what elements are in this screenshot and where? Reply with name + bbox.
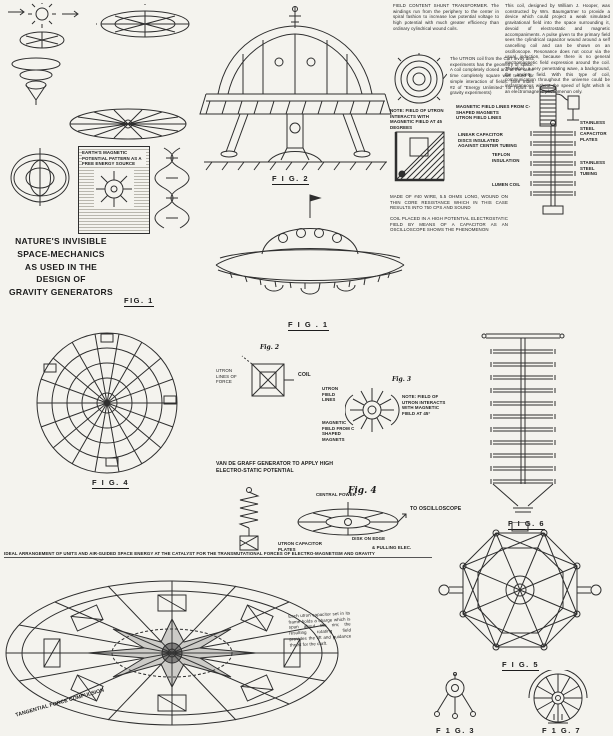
sun-radial-diagram xyxy=(94,169,134,210)
saucer-cross-section-drawing xyxy=(199,6,392,171)
radial-fan-disc-drawing xyxy=(528,670,588,724)
potential-pattern-box: EARTH'S MAGNETIC POTENTIAL PATTERN AS A … xyxy=(78,146,150,234)
utron-lines-of-force-note: UTRON LINES OF FORCE xyxy=(216,368,237,385)
utron-coil-paragraph: The UTRON coil from the Carr levity disc… xyxy=(450,56,534,96)
van-de-graff-header: VAN DE GRAFF GENERATOR TO APPLY HIGH ELE… xyxy=(216,461,334,474)
fig1-topleft-label: FIG. 1 xyxy=(124,296,154,307)
coil-placed-paragraph: COIL PLACED IN A HIGH POTENTIAL ELECTROS… xyxy=(390,216,508,233)
fig6-label: F I G. 6 xyxy=(508,519,546,530)
stainless-tubing-label: STAINLESS STEEL TUBING xyxy=(580,160,606,177)
pulling-elec-label: & PULLING ELEC. xyxy=(372,545,412,550)
utron-lines-label: UTRON FIELD LINES xyxy=(456,115,502,120)
small-lander-drawing xyxy=(434,672,476,719)
magnetic-from-c-label: MAGNETIC FIELD FROM C SHAPED MAGNETS xyxy=(322,420,355,443)
octagonal-truss-frame-drawing xyxy=(438,522,602,651)
fig1-top-label: F I G . 1 xyxy=(288,320,329,331)
fig3-bottom-label: F 1 G. 3 xyxy=(436,726,476,735)
nature-space-mechanics-caption: NATURE'S INVISIBLE SPACE-MECHANICS AS US… xyxy=(9,236,113,297)
saucer-side-view-drawing xyxy=(215,194,405,295)
handwritten-note: Each utron capacitor set in its frame ho… xyxy=(288,610,352,648)
field-arrows-sketch xyxy=(8,3,79,49)
potential-pattern-title: EARTH'S MAGNETIC POTENTIAL PATTERN AS A … xyxy=(82,150,146,168)
bottom-left-caption: IDEAL ARRANGEMENT OF UNITS AND AIR-GUIDE… xyxy=(4,551,432,558)
transformer-paragraph: FIELD CONTENT SHUNT TRANSFORMER. The win… xyxy=(393,3,499,31)
utron-field-urchin-diagram xyxy=(345,388,400,432)
linear-capacitor-label: LINEAR CAPACITOR DISCS INSULATED AGAINST… xyxy=(458,132,518,149)
coil-label: COIL xyxy=(298,372,311,378)
disk-on-edge-label: DISK ON EDGE xyxy=(352,536,386,541)
fig4-label: F I G. 4 xyxy=(92,478,130,489)
radial-disc-sketch xyxy=(69,108,187,140)
fig2-top-label: F I G. 2 xyxy=(272,174,310,185)
spring-electrode-drawing xyxy=(238,487,260,551)
wire-spec-paragraph: MADE OF #40 WIRE, 5.5 OHMS LONG, WOUND O… xyxy=(390,194,508,211)
fig2-mid-label: Fig. 2 xyxy=(260,344,280,351)
spiral-coil-diagram xyxy=(394,53,447,104)
teflon-label: TEFLON INSULATION xyxy=(492,152,520,163)
linear-capacitor-square-diagram xyxy=(394,131,445,182)
hooper-coil-paragraph: This coil, designed by William J. Hooper… xyxy=(505,3,610,94)
fig7-label: F 1 G. 7 xyxy=(542,726,582,735)
toroid-field-sketch xyxy=(10,148,70,206)
plate-stack-column-drawing xyxy=(481,333,565,513)
fig4-hand-label: Fig. 4 xyxy=(348,486,377,496)
disk-on-edge-diagram xyxy=(297,502,407,536)
rotor-machine-top-view-drawing xyxy=(5,580,339,726)
to-oscilloscope-label: TO OSCILLOSCOPE xyxy=(410,506,462,512)
note-45-degrees: NOTE: FIELD OF UTRON INTERACTS WITH MAGN… xyxy=(390,108,444,131)
spiked-disc-sketch xyxy=(96,4,190,38)
stainless-plates-label: STAINLESS STEEL CAPACITOR PLATES xyxy=(580,120,607,143)
coil-cube-diagram xyxy=(241,355,294,397)
magnetic-lines-label: MAGNETIC FIELD LINES FROM C-SHAPED MAGNE… xyxy=(456,104,531,115)
utron-field-lines-label: UTRON FIELD LINES xyxy=(322,386,339,403)
fig5-label: F I G. 5 xyxy=(502,660,540,671)
utron-capacitor-plates-label: UTRON CAPACITOR PLATES xyxy=(278,541,323,552)
segmented-disc-drawing xyxy=(36,332,178,474)
wound-coil-drawing xyxy=(539,84,580,127)
capacitor-stack-drawing xyxy=(530,120,576,215)
vortex-spiral-sketch xyxy=(11,57,61,105)
lumen-coil-label: LUMEN COIL xyxy=(492,182,521,187)
fig3-mid-label: Fig. 3 xyxy=(392,376,412,383)
helix-sketch xyxy=(154,147,190,229)
fig3-note-45: NOTE: FIELD OF UTRON INTERACTS WITH MAGN… xyxy=(402,394,446,417)
central-power-label: CENTRAL POWER xyxy=(316,492,357,497)
